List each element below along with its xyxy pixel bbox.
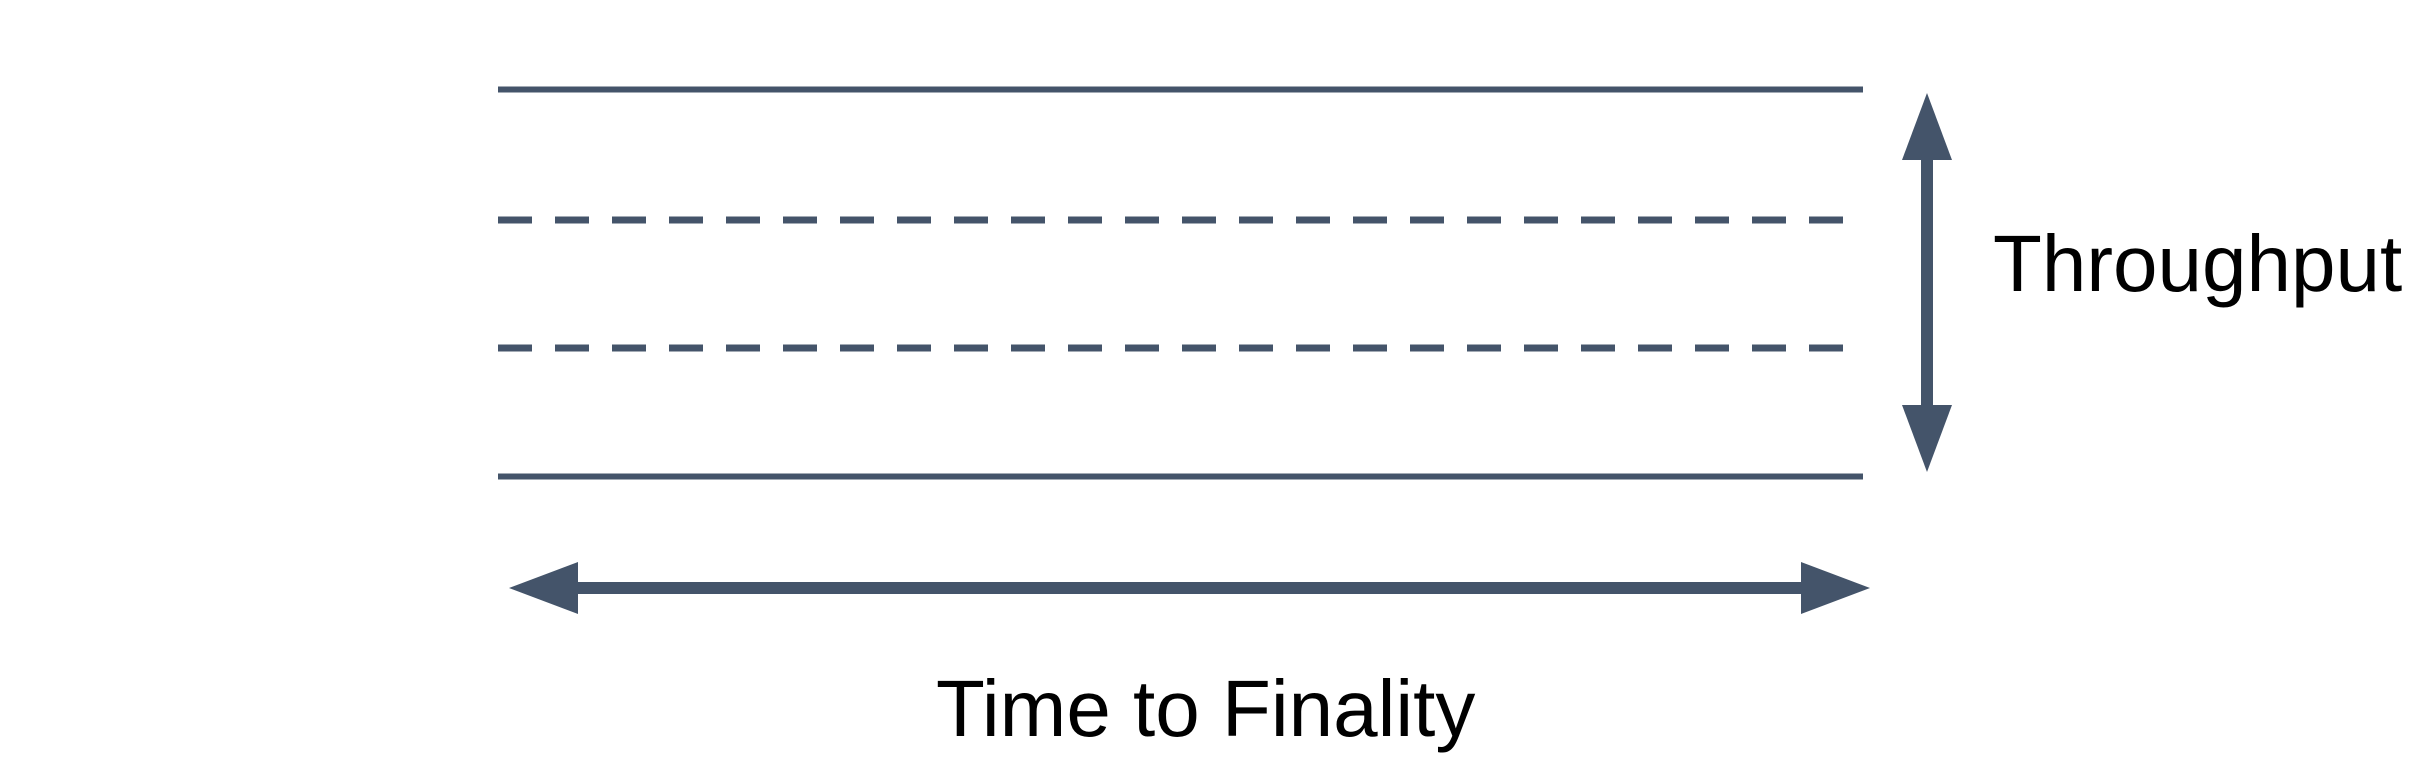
throughput-arrow-head-up <box>1902 93 1952 160</box>
throughput-arrow-head-down <box>1902 405 1952 472</box>
time-to-finality-arrow-head-left <box>509 562 578 614</box>
lane-group <box>498 86 1863 480</box>
throughput-arrow-shaft <box>1921 160 1933 405</box>
time-to-finality-arrow <box>509 562 1870 614</box>
time-to-finality-label: Time to Finality <box>936 664 1476 753</box>
time-to-finality-arrow-head-right <box>1801 562 1870 614</box>
time-to-finality-arrow-shaft <box>578 582 1801 594</box>
throughput-arrow <box>1902 93 1952 472</box>
throughput-label: Throughput <box>1993 219 2403 308</box>
